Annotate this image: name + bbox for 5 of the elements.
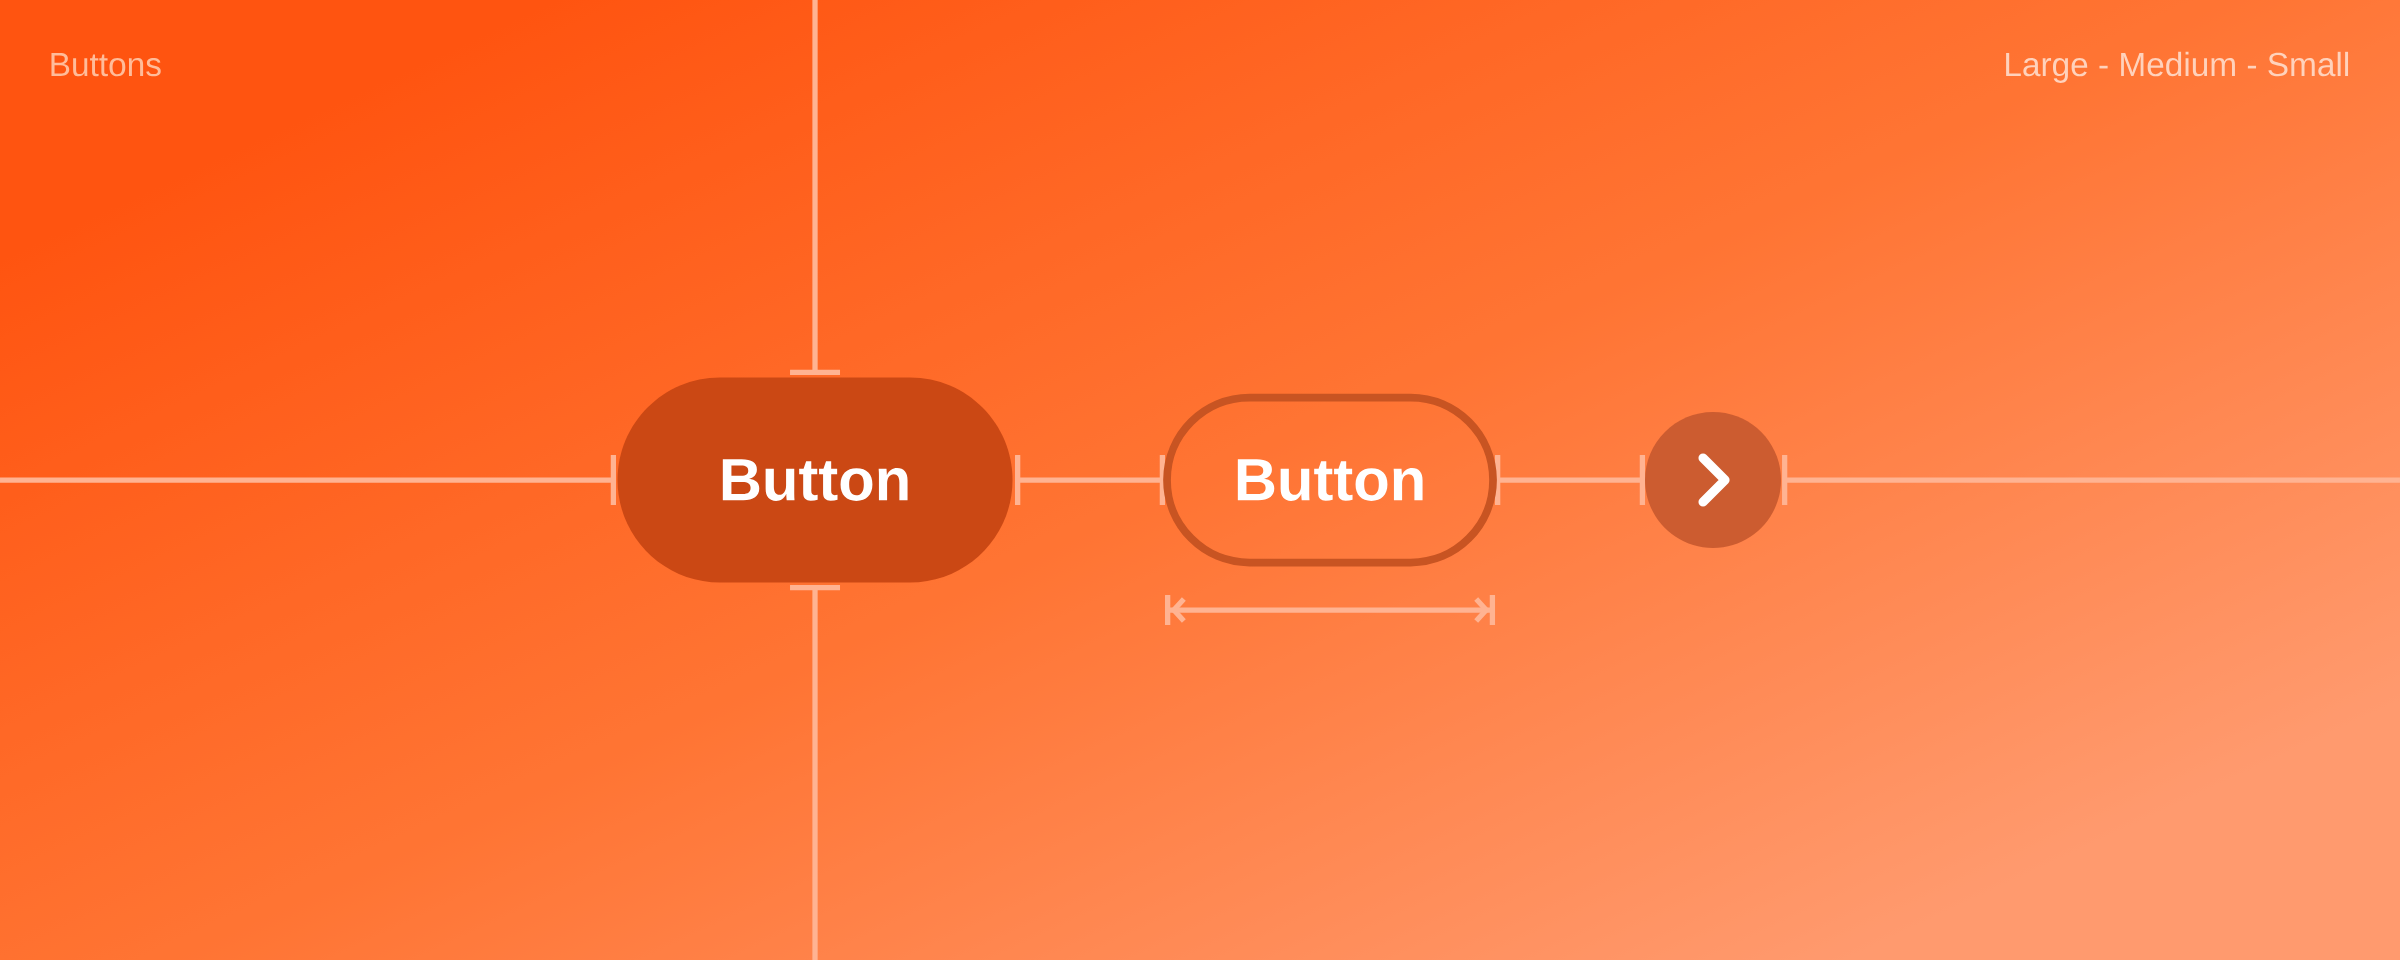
- size-label: Large - Medium - Small: [2006, 51, 2349, 83]
- icon-button: [1645, 412, 1782, 548]
- button: Button: [617, 377, 1013, 583]
- title: Buttons: [51, 53, 161, 77]
- outlined-button: Button: [1163, 393, 1497, 567]
